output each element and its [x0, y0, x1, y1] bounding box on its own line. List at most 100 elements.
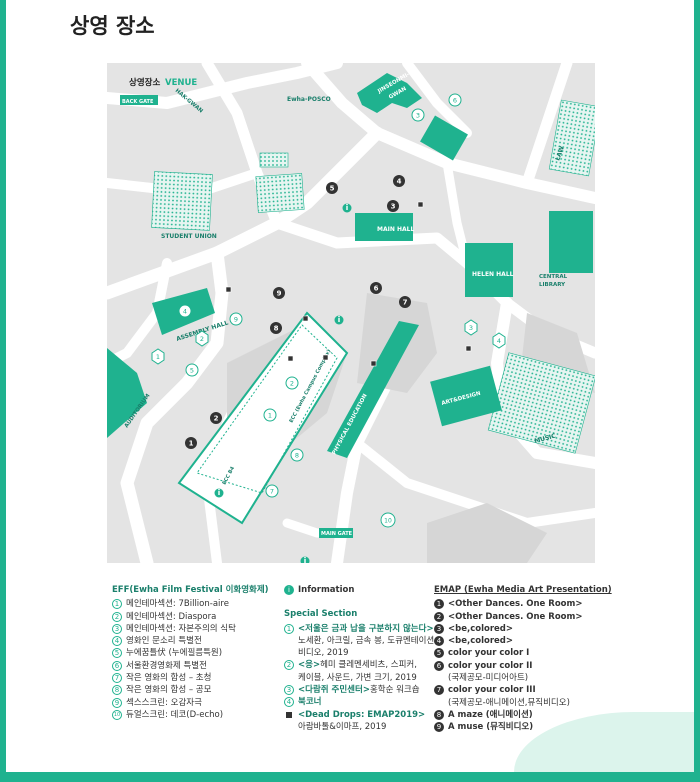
- legend-emap-item: 1<Other Dances. One Room>: [434, 598, 612, 610]
- eff-marker-1: 1: [263, 408, 277, 422]
- label-helen-hall: HELEN HALL: [472, 271, 514, 278]
- legend-emap-item: 3<be,colored>: [434, 623, 612, 635]
- eff-marker-9: 9: [229, 312, 243, 326]
- svg-text:9: 9: [234, 316, 238, 324]
- eff-marker-10: 10: [380, 512, 396, 528]
- emap-marker-2: 2: [210, 412, 222, 424]
- page-border-left: [0, 0, 6, 782]
- map-title-en: VENUE: [165, 78, 197, 88]
- emap-marker-8: 8: [270, 322, 282, 334]
- page-title: 상영 장소: [70, 14, 155, 38]
- svg-text:1: 1: [156, 353, 160, 361]
- svg-text:5: 5: [330, 185, 335, 193]
- svg-text:7: 7: [270, 488, 274, 496]
- legend-special-item: 1<저울은 금과 납을 구분하지 않는다>: [284, 623, 434, 635]
- info-icon: [214, 488, 224, 498]
- svg-text:10: 10: [384, 518, 392, 525]
- legend-emap-item: 2<Other Dances. One Room>: [434, 611, 612, 623]
- eff-marker-5: 5: [185, 363, 199, 377]
- map-title-kr: 상영장소: [129, 77, 160, 88]
- svg-text:3: 3: [391, 203, 396, 211]
- special-marker-3: 3: [464, 319, 478, 336]
- legend-emap-title: EMAP (Ewha Media Art Presentation): [434, 585, 612, 595]
- eff-marker-3: 3: [411, 108, 425, 122]
- emap-markers: 1 2 3 4 5 6 7 8 9: [185, 175, 411, 449]
- svg-text:3: 3: [469, 324, 473, 332]
- green-buildings: [107, 73, 593, 538]
- eff-marker-6: 6: [448, 93, 462, 107]
- special-marker-4: 4: [492, 332, 506, 349]
- info-icon: [334, 315, 344, 325]
- emap-marker-9: 9: [273, 287, 285, 299]
- svg-text:2: 2: [214, 415, 219, 423]
- special-marker-1: 1: [151, 348, 165, 365]
- page-border-bottom: [0, 772, 700, 782]
- info-icon: [342, 203, 352, 213]
- emap-marker-6: 6: [370, 282, 382, 294]
- label-back-gate: BACK GATE: [122, 99, 154, 105]
- legend-special-item: <Dead Drops: EMAP2019>: [284, 709, 434, 721]
- svg-text:9: 9: [277, 290, 282, 298]
- eff-markers: 1 2 3 4 5 6 7 8 9 10: [178, 93, 462, 528]
- info-icon: i: [284, 585, 294, 595]
- special-markers: 1 2 3 4: [151, 319, 506, 365]
- legend-emap: EMAP (Ewha Media Art Presentation) 1<Oth…: [434, 585, 612, 733]
- svg-text:6: 6: [374, 285, 379, 293]
- label-law: LAW: [554, 145, 566, 162]
- dead-drop-markers: [225, 201, 472, 367]
- hatched-buildings: [151, 99, 595, 454]
- svg-text:6: 6: [453, 97, 457, 105]
- legend-special-title: Special Section: [284, 609, 358, 620]
- label-central-library: CENTRAL: [539, 274, 568, 280]
- svg-text:7: 7: [403, 299, 408, 307]
- svg-text:5: 5: [190, 367, 194, 375]
- label-main-hall: MAIN HALL: [377, 226, 414, 233]
- svg-text:8: 8: [295, 452, 299, 460]
- svg-text:8: 8: [274, 325, 279, 333]
- ecc-building: [177, 311, 349, 525]
- info-icon: [300, 556, 310, 563]
- info-markers: [214, 203, 352, 563]
- campus-map: 상영장소 VENUE BACK GATE HAK-GWAN Ewha-POSCO…: [107, 63, 595, 563]
- legend-special-item: 3<다람쥐 주민센터> 홍학순 워크숍: [284, 684, 434, 696]
- svg-text:4: 4: [497, 337, 501, 345]
- svg-text:1: 1: [189, 440, 194, 448]
- eff-marker-7: 7: [265, 484, 279, 498]
- page-border-right: [694, 0, 700, 782]
- emap-marker-5: 5: [326, 182, 338, 194]
- svg-text:2: 2: [200, 335, 204, 343]
- label-posco: Ewha-POSCO: [287, 96, 331, 103]
- eff-marker-2: 2: [285, 376, 299, 390]
- label-student-union: STUDENT UNION: [161, 233, 217, 240]
- special-marker-2: 2: [195, 330, 209, 347]
- svg-text:1: 1: [268, 412, 272, 420]
- svg-text:4: 4: [397, 178, 402, 186]
- svg-text:3: 3: [416, 112, 420, 120]
- legend-emap-item: 4<be,colored>: [434, 635, 612, 647]
- legend-special-item: 2<응> 헤미 클레멘세비츠, 스피커,: [284, 659, 434, 671]
- label-central-library-2: LIBRARY: [539, 282, 566, 288]
- eff-marker-8: 8: [290, 448, 304, 462]
- svg-text:2: 2: [290, 380, 294, 388]
- emap-marker-7: 7: [399, 296, 411, 308]
- emap-marker-3: 3: [387, 200, 399, 212]
- emap-marker-1: 1: [185, 437, 197, 449]
